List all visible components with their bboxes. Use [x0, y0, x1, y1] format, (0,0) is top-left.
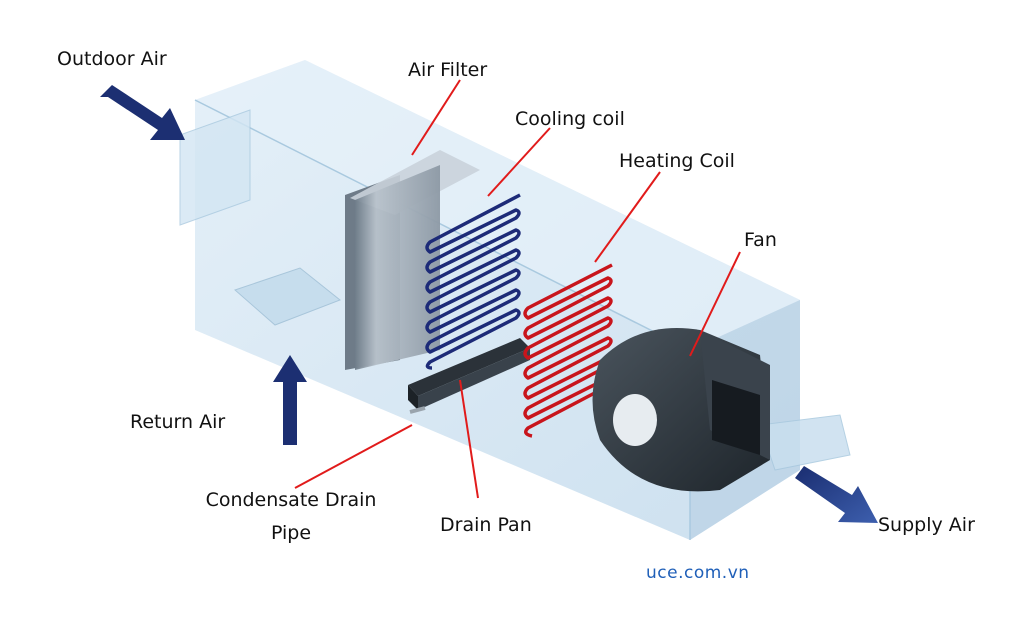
heating-coil [523, 263, 613, 438]
outdoor-air-arrow [100, 85, 185, 140]
watermark: uce.com.vn [646, 563, 750, 583]
label-outdoor-air: Outdoor Air [57, 48, 167, 70]
leader-air-filter [411, 79, 461, 156]
leader-cooling-coil [487, 127, 551, 197]
label-air-filter: Air Filter [408, 59, 488, 81]
leader-fan [689, 251, 741, 357]
cooling-coil [425, 193, 521, 370]
label-return-air: Return Air [130, 411, 226, 433]
leader-drain-pan [459, 379, 479, 499]
leader-condensate [294, 424, 413, 489]
label-condensate-pipe: Pipe [270, 522, 312, 544]
supply-air-arrow [795, 466, 878, 523]
label-heating-coil: Heating Coil [619, 150, 735, 172]
return-air-arrow [273, 355, 307, 445]
leader-lines [294, 79, 741, 499]
drain-pan [408, 338, 530, 414]
fan [592, 328, 770, 492]
air-filter [345, 150, 480, 370]
label-cooling-coil: Cooling coil [515, 108, 625, 130]
label-fan: Fan [744, 229, 777, 251]
label-drain-pan: Drain Pan [440, 514, 532, 536]
leader-heating-coil [594, 171, 661, 263]
label-condensate-drain: Condensate Drain [205, 489, 377, 511]
label-supply-air: Supply Air [878, 514, 975, 536]
